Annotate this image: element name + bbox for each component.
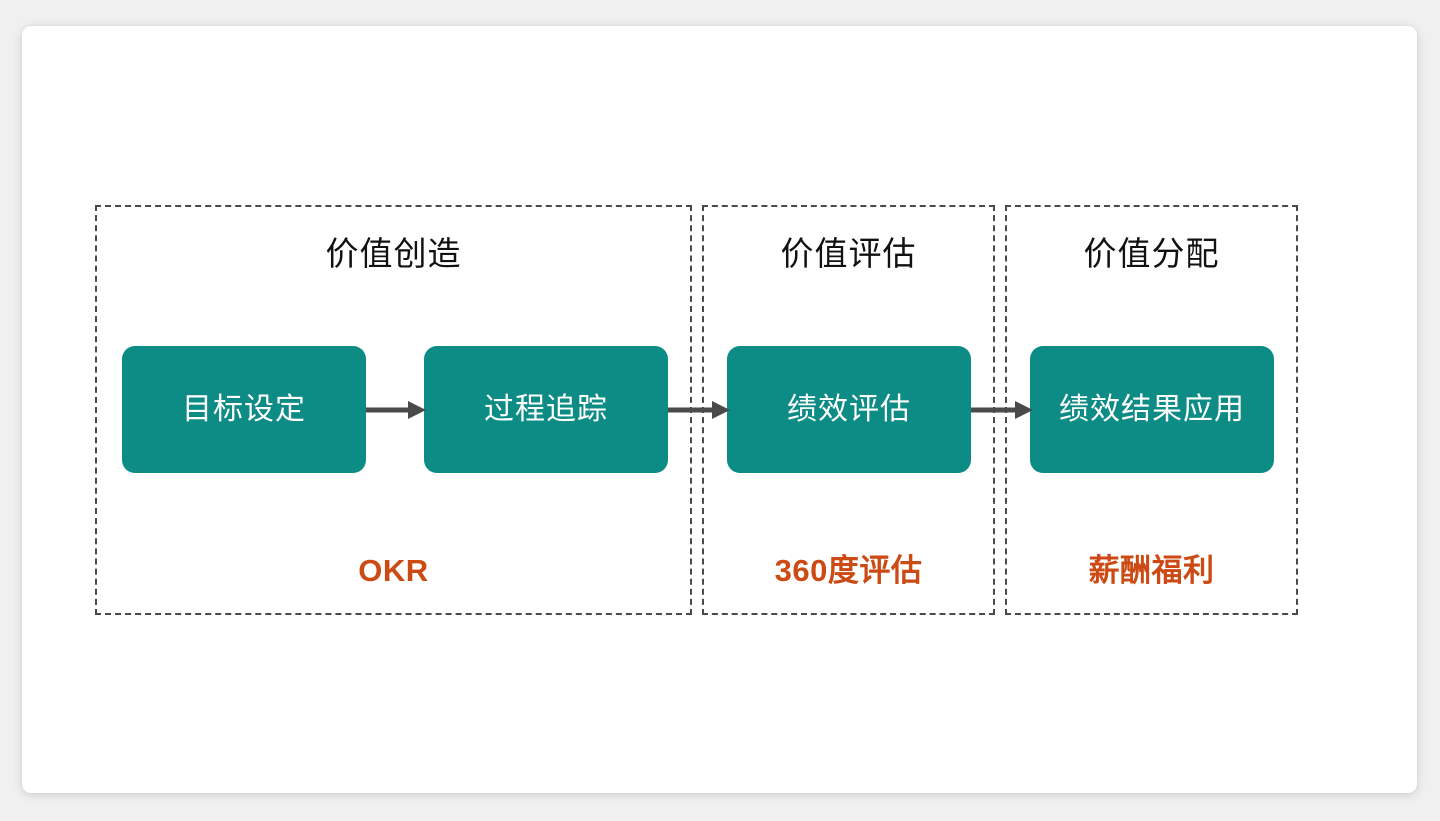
arrow-right-icon — [668, 401, 730, 419]
arrow-right-icon — [971, 401, 1033, 419]
phase-title: 价值分配 — [1083, 235, 1220, 272]
step-label: 过程追踪 — [484, 392, 608, 426]
phase-panel-value-creation[interactable]: 价值创造 OKR — [95, 205, 692, 615]
step-box-performance-result-application[interactable]: 绩效结果应用 — [1030, 346, 1274, 473]
step-label: 绩效结果应用 — [1059, 392, 1245, 426]
phase-tag: 360度评估 — [774, 553, 923, 588]
phase-title: 价值创造 — [325, 235, 462, 272]
arrow-right-icon — [366, 401, 426, 419]
step-label: 绩效评估 — [787, 392, 911, 426]
phase-panel-value-distribution[interactable]: 价值分配 薪酬福利 — [1005, 205, 1298, 615]
step-box-process-tracking[interactable]: 过程追踪 — [424, 346, 668, 473]
phase-title: 价值评估 — [780, 235, 917, 272]
performance-management-flow-diagram: 价值创造 OKR 价值评估 360度评估 价值分配 薪酬福利 目标设定 过程追踪… — [22, 26, 1417, 793]
step-label: 目标设定 — [182, 392, 306, 426]
step-box-goal-setting[interactable]: 目标设定 — [122, 346, 366, 473]
phase-tag: 薪酬福利 — [1088, 553, 1215, 588]
slide-card: 价值创造 OKR 价值评估 360度评估 价值分配 薪酬福利 目标设定 过程追踪… — [22, 26, 1417, 793]
phase-tag: OKR — [358, 553, 429, 588]
step-box-performance-review[interactable]: 绩效评估 — [727, 346, 971, 473]
